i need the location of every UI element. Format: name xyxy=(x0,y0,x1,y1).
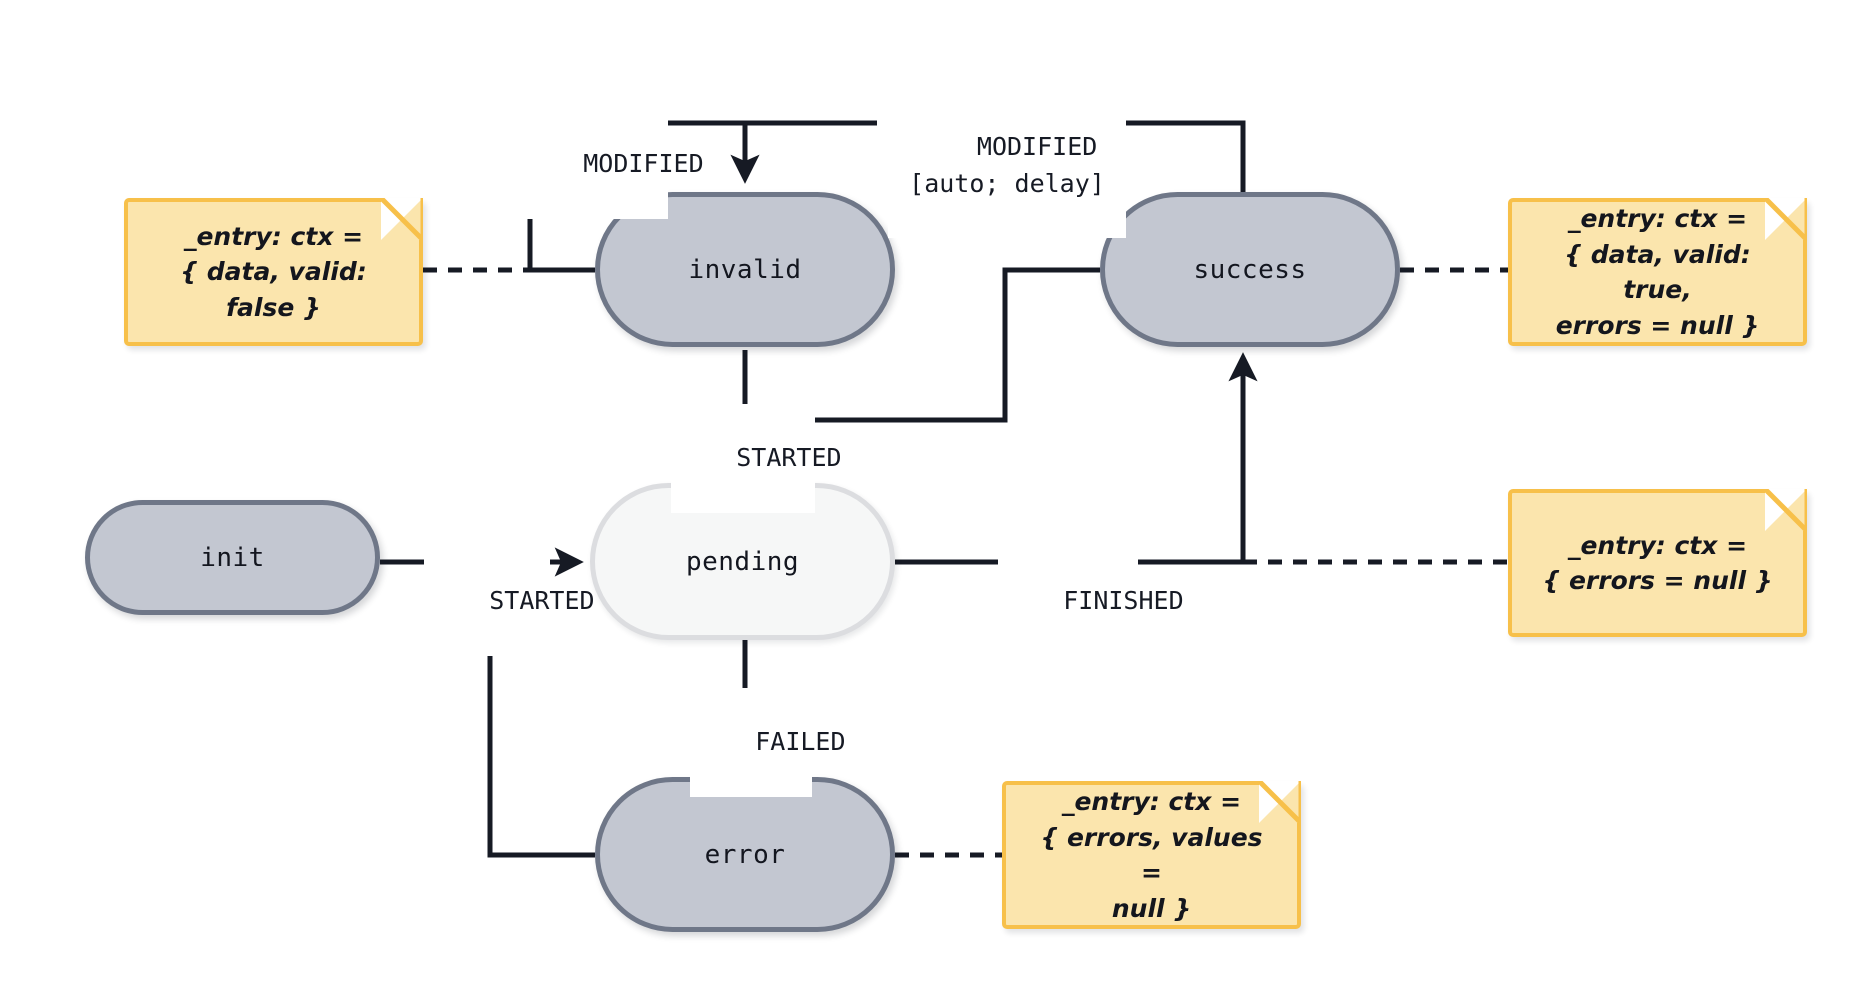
edge-label-failed: FAILED xyxy=(690,688,846,797)
note-error-entry: _entry: ctx = { errors, values = null } xyxy=(1002,781,1301,929)
state-label-pending: pending xyxy=(685,546,800,577)
note-text: _entry: ctx = { data, valid: true, error… xyxy=(1555,204,1760,340)
edge-label-started-invalid-pending: STARTED xyxy=(671,404,842,513)
state-label-init: init xyxy=(200,542,265,573)
edge-label-modified: MODIFIED xyxy=(518,110,704,219)
note-fold-edge xyxy=(1259,781,1301,823)
edge-label-modified-auto-delay: MODIFIED [auto; delay] xyxy=(888,93,1126,238)
note-fold-edge xyxy=(1765,489,1807,531)
note-text: _entry: ctx = { errors, values = null } xyxy=(1040,787,1263,923)
note-text: _entry: ctx = { data, valid: false } xyxy=(180,221,367,322)
state-node-error[interactable]: error xyxy=(595,777,895,932)
note-success-entry: _entry: ctx = { data, valid: true, error… xyxy=(1508,198,1807,346)
edge-modified-auto-delay xyxy=(1119,120,1246,195)
state-node-success[interactable]: success xyxy=(1100,192,1400,347)
state-label-success: success xyxy=(1193,254,1307,285)
note-invalid-entry: _entry: ctx = { data, valid: false } xyxy=(124,198,423,346)
note-pending-entry: _entry: ctx = { errors = null } xyxy=(1508,489,1807,637)
edge-label-started-init-pending: STARTED xyxy=(424,547,595,656)
edge-label-finished: FINISHED xyxy=(998,547,1184,656)
state-label-invalid: invalid xyxy=(688,254,802,285)
edge-finished-b xyxy=(1120,352,1258,565)
state-label-error: error xyxy=(704,839,786,870)
state-node-init[interactable]: init xyxy=(85,500,380,615)
note-fold-edge xyxy=(381,198,423,240)
note-text: _entry: ctx = { errors = null } xyxy=(1542,530,1773,596)
note-fold-edge xyxy=(1765,198,1807,240)
